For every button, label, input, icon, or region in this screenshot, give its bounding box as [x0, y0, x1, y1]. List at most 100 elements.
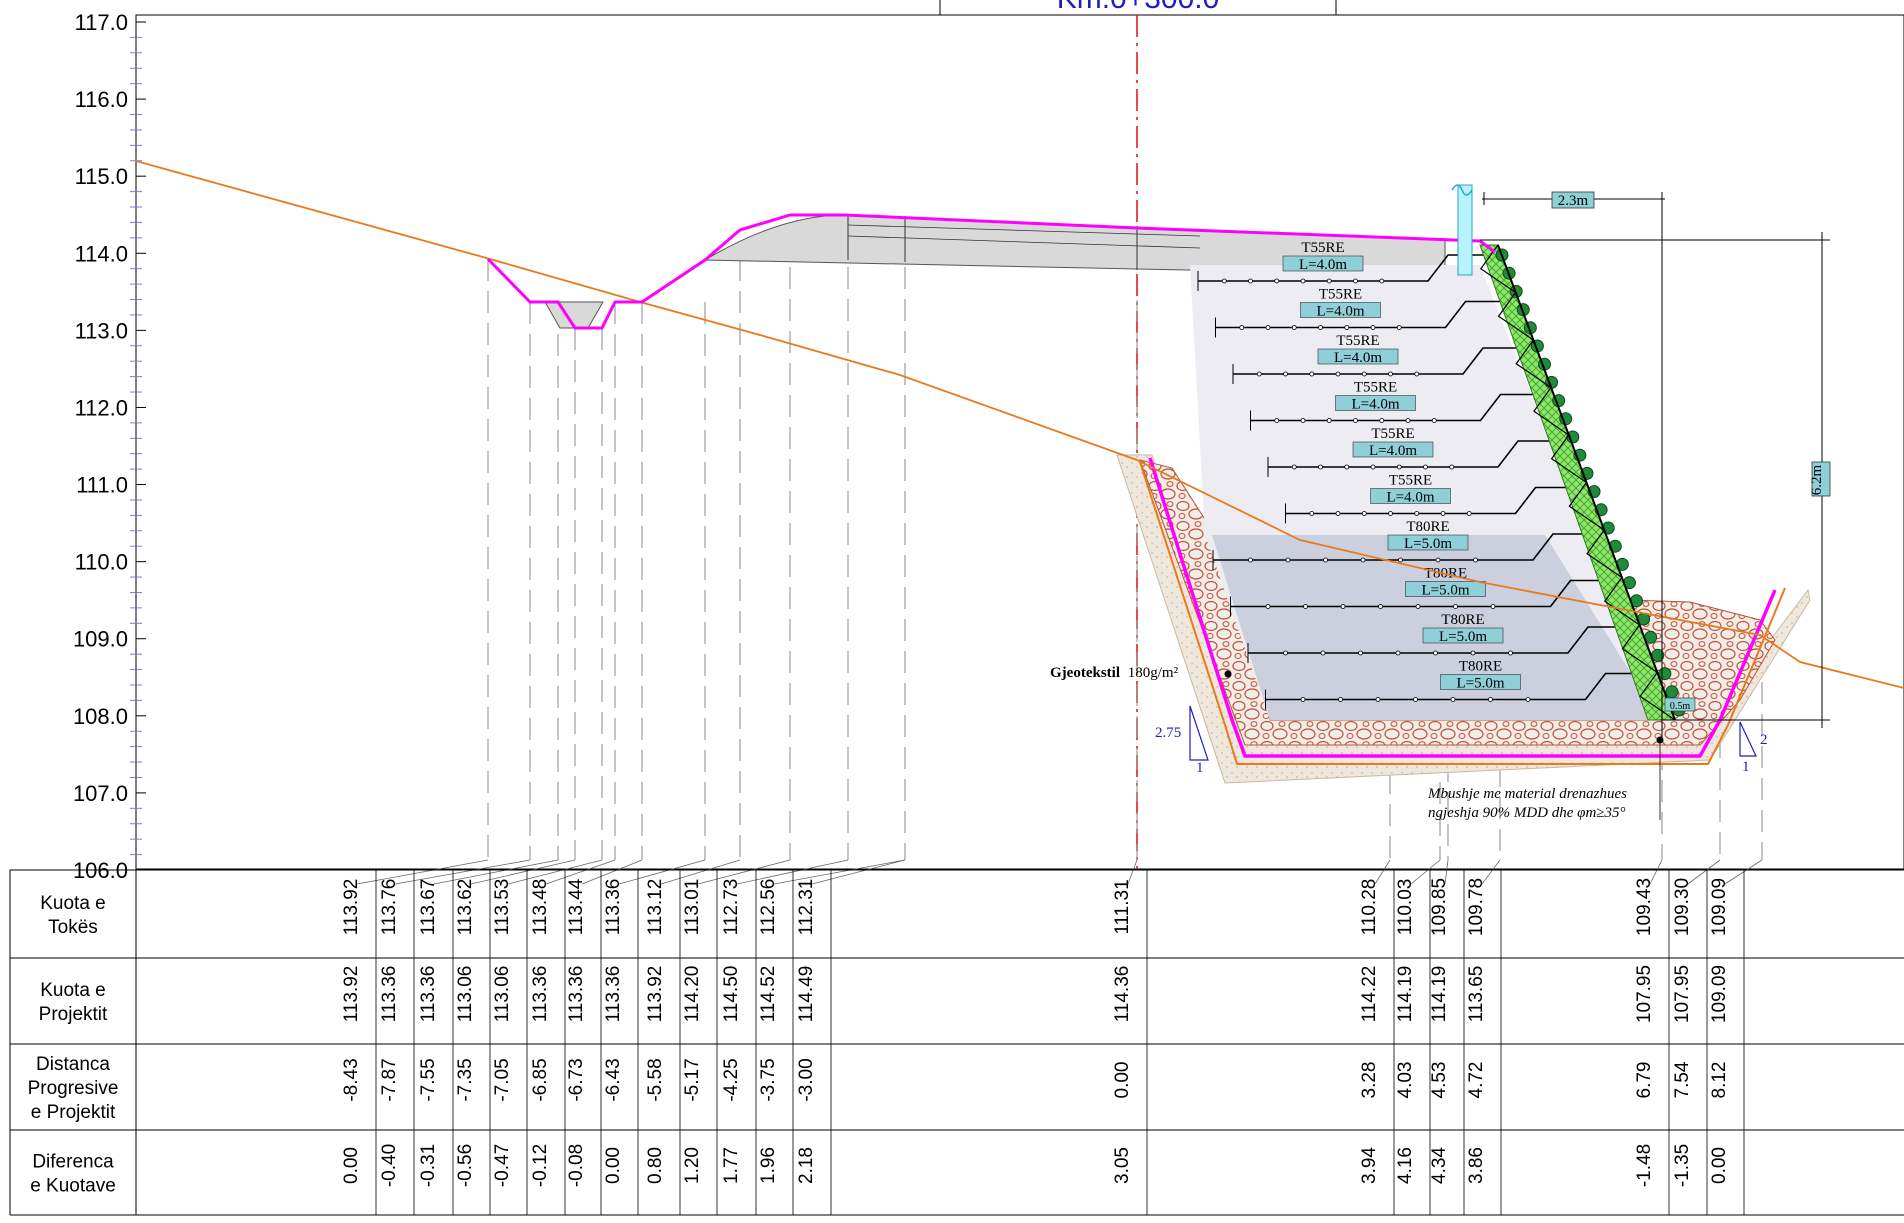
geogrid-node [1309, 371, 1315, 377]
station-leader [1724, 859, 1763, 885]
geogrid-wrap [1530, 579, 1611, 608]
geogrid-node [1453, 604, 1458, 609]
slope-indicators: 2.75 1 1 2 [1155, 705, 1768, 776]
geogrid-length: L=4.0m [1334, 350, 1382, 366]
geogrid-wrap [1495, 486, 1576, 515]
table-cell: -0.40 [379, 1144, 400, 1187]
drain-pipe-icon [1451, 184, 1473, 276]
geogrid-node [1413, 697, 1418, 702]
dimensions: 2.3m 6.2m 0.5m [1451, 184, 1831, 740]
geogrid-length: L=4.0m [1369, 443, 1417, 459]
geogrid-node [1303, 604, 1308, 609]
table-cell: 114.52 [758, 966, 779, 1023]
geogrid-type: T80RE [1406, 519, 1449, 535]
geogrid-wrap [1565, 672, 1646, 701]
geogrid-node [1473, 557, 1478, 563]
table-cell: 113.36 [566, 966, 587, 1023]
table-cell: 113.62 [455, 879, 476, 936]
table-cell: 4.34 [1429, 1147, 1450, 1184]
table-cell: 6.79 [1634, 1062, 1655, 1099]
table-cell: 114.19 [1429, 966, 1450, 1023]
slope-left-v: 1 [1196, 760, 1204, 776]
station-label: Km.0+300.0 [1057, 0, 1220, 15]
geogrid-node [1358, 650, 1363, 656]
geogrid-node [1525, 697, 1531, 702]
table-cell: 113.53 [492, 879, 513, 936]
geogrid-node [1405, 418, 1411, 423]
geogrid-node [1379, 418, 1385, 423]
station-leader [660, 859, 741, 885]
y-tick-label: 117.0 [75, 10, 128, 35]
geogrid-length: L=5.0m [1404, 536, 1452, 552]
table-cell: -7.55 [418, 1058, 439, 1101]
geogrid-node [1466, 511, 1472, 516]
geogrid-node [1375, 697, 1381, 702]
svg-text:Gjeotekstil 180g/m²: Gjeotekstil 180g/m² [1050, 665, 1179, 681]
station-leader [1127, 859, 1138, 885]
facing-edge [1497, 244, 1676, 721]
table-cell: 113.12 [645, 879, 666, 936]
geogrid-node [1265, 325, 1271, 330]
elevation-axis: 117.0116.0115.0114.0113.0112.0111.0110.0… [73, 10, 146, 883]
geogrid-wrap [1478, 440, 1558, 468]
geogrid-type: T80RE [1459, 659, 1502, 675]
station-leader [1481, 859, 1501, 885]
y-tick-label: 114.0 [75, 241, 128, 266]
geogrid-length: L=4.0m [1299, 257, 1347, 273]
y-tick-label: 108.0 [73, 704, 128, 729]
y-tick-label: 115.0 [75, 164, 128, 189]
geogrid-type: T55RE [1319, 287, 1362, 303]
geogrid-node [1291, 325, 1297, 330]
geogrid-node [1300, 697, 1306, 702]
table-cell: 0.00 [1709, 1147, 1730, 1184]
table-cell: 114.19 [1395, 966, 1416, 1023]
station-leader [394, 859, 531, 885]
table-cell: 0.00 [1112, 1062, 1133, 1099]
table-cell: -3.00 [796, 1058, 817, 1101]
geotextile-line [1139, 457, 1786, 765]
geogrid-length-bg [1370, 488, 1451, 504]
geogrid-node [1335, 371, 1341, 377]
geogrid-node [1248, 278, 1253, 284]
station-leader [697, 859, 791, 885]
geogrid-node [1423, 464, 1428, 470]
geogrid-node [1508, 650, 1513, 656]
geogrid-node [1414, 511, 1420, 516]
table-cell: 7.54 [1672, 1061, 1693, 1098]
geogrid-node [1433, 650, 1438, 656]
geogrid-length-bg [1317, 348, 1399, 365]
geogrid-length: L=5.0m [1456, 676, 1504, 692]
table-cell: 113.48 [530, 879, 551, 936]
geogrid-type: T55RE [1389, 473, 1432, 489]
station-leader [618, 859, 706, 885]
table-cell: 4.72 [1466, 1062, 1487, 1099]
y-tick-label: 116.0 [75, 87, 128, 112]
table-cell: 113.36 [379, 966, 400, 1023]
geogrid-node [1396, 464, 1402, 470]
geogrid-layers: T55REL=4.0mT55REL=4.0mT55REL=4.0mT55REL=… [1197, 240, 1646, 710]
geogrid-length: L=4.0m [1386, 490, 1434, 506]
y-tick-label: 111.0 [76, 473, 128, 498]
table-cell: 113.36 [530, 966, 551, 1023]
table-cell: 112.73 [721, 879, 742, 936]
dim-height-label: 6.2m [1809, 464, 1825, 495]
table-cell: 114.50 [721, 966, 742, 1023]
slope-left-h: 2.75 [1155, 725, 1181, 741]
table-cell: 114.49 [796, 966, 817, 1023]
table-cell: 113.36 [603, 966, 624, 1023]
geotextile-label: Gjeotekstil [1050, 665, 1120, 681]
table-cell: 0.80 [645, 1147, 666, 1184]
table-cell: 1.77 [721, 1147, 742, 1184]
geogrid-node [1283, 371, 1288, 377]
dim-toe-label: 0.5m [1670, 701, 1691, 712]
geogrid-node [1388, 371, 1393, 377]
geogrid-type: T55RE [1354, 380, 1397, 396]
table-cell: 1.96 [758, 1147, 779, 1184]
shrub-icon [1658, 667, 1672, 681]
table-cell: -7.35 [455, 1058, 476, 1101]
table-cell: -6.43 [603, 1058, 624, 1101]
station-leader [470, 859, 576, 885]
